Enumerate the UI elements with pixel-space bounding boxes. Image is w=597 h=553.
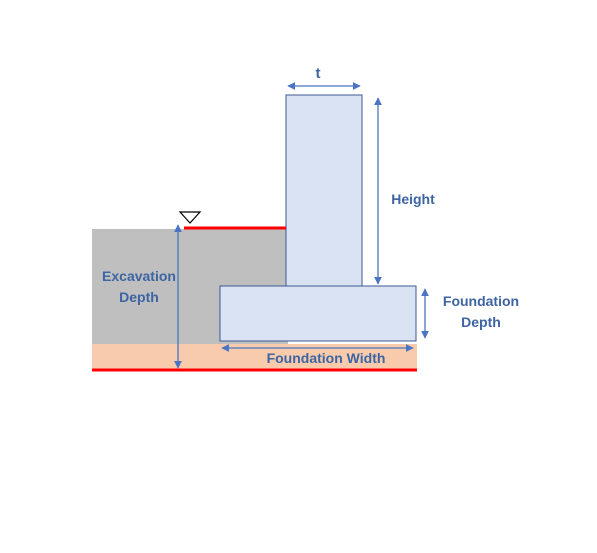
excavation-depth-label-line1: Excavation (102, 268, 176, 284)
foundation-depth-label-line1: Foundation (443, 293, 519, 309)
thickness-label: t (316, 65, 321, 82)
water-table-icon (178, 211, 202, 224)
foundation-footing (219, 285, 417, 342)
height-label: Height (391, 191, 435, 207)
foundation-depth-label-line2: Depth (461, 314, 501, 330)
excavation-depth-label-line2: Depth (119, 289, 159, 305)
wall-stem (285, 94, 363, 287)
foundation-width-label: Foundation Width (267, 350, 386, 366)
